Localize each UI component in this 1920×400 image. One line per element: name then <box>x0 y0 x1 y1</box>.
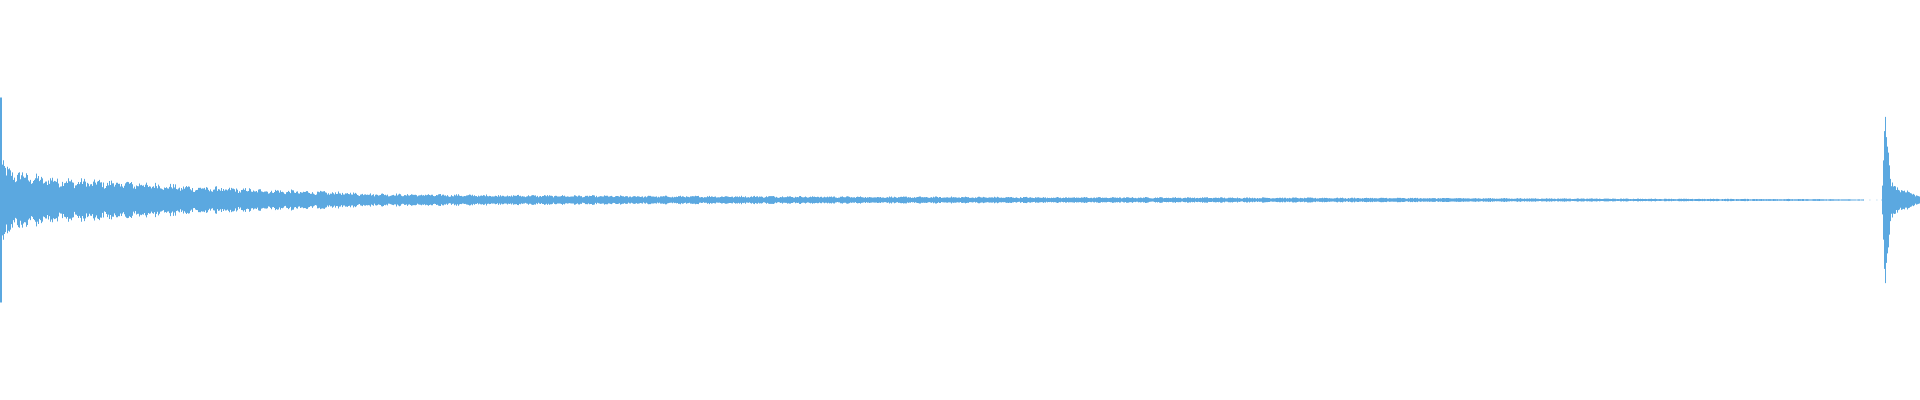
waveform-series <box>0 97 1920 303</box>
waveform-segment-1 <box>0 97 1864 303</box>
waveform-segment-2 <box>1881 116 1920 284</box>
